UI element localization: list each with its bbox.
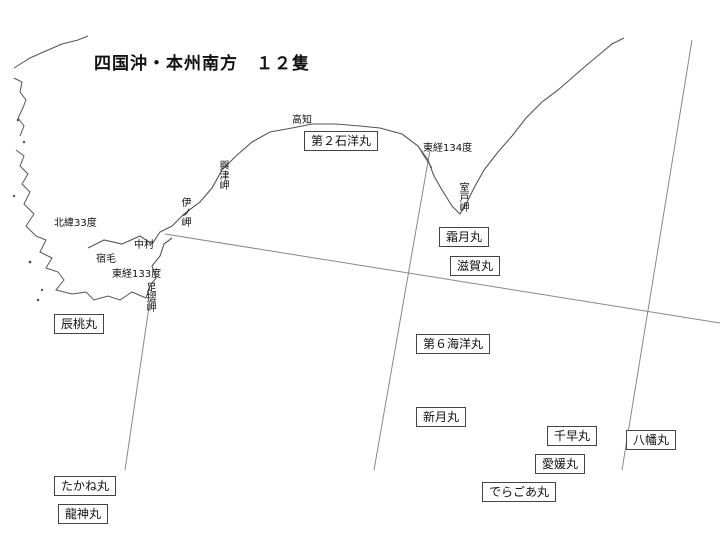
ship-box-ryujin-maru[interactable]: 龍神丸	[58, 504, 109, 524]
label-sukumo: 宿毛	[96, 254, 116, 265]
label-okitsu-cape: 興津岬	[217, 160, 228, 190]
ship-box-shimotsuki-maru[interactable]: 霜月丸	[439, 227, 490, 247]
ashizuri-cape	[145, 237, 173, 299]
kyushu-coastline	[13, 35, 147, 301]
longitude-134-line	[373, 149, 431, 471]
label-nakamura: 中村	[134, 240, 154, 251]
label-kochi: 高知	[292, 115, 312, 126]
longitude-133-line	[124, 299, 151, 471]
label-longitude-133: 東経133度	[112, 269, 162, 280]
muroto-coast-detail	[417, 145, 433, 169]
ship-box-takane-maru[interactable]: たかね丸	[54, 476, 117, 496]
ship-box-chihaya-maru[interactable]: 千早丸	[547, 426, 598, 446]
ship-box-tatsumomo-maru[interactable]: 辰桃丸	[54, 314, 105, 334]
ship-box-hachiman-maru[interactable]: 八幡丸	[626, 430, 677, 450]
label-ashizuri-cape: 足摺岬	[144, 282, 155, 312]
map-title: 四国沖・本州南方 １２隻	[94, 54, 310, 74]
label-ino-cape: 伊ノ岬	[179, 197, 190, 227]
ship-box-ehime-maru[interactable]: 愛媛丸	[535, 454, 586, 474]
ship-box-dai2-sekiyo-maru[interactable]: 第２石洋丸	[304, 131, 379, 151]
latitude-33-line	[164, 233, 720, 324]
ship-box-delagoa-maru[interactable]: でらごあ丸	[482, 482, 557, 502]
graticule	[124, 39, 720, 471]
label-longitude-134: 東経134度	[423, 143, 473, 154]
ship-box-dai6-kaiyo-maru[interactable]: 第６海洋丸	[416, 334, 491, 354]
longitude-135-line	[621, 39, 693, 471]
kyushu-islands	[12, 118, 44, 302]
label-muroto-cape: 室戸岬	[457, 182, 468, 212]
ship-box-shiga-maru[interactable]: 滋賀丸	[450, 256, 501, 276]
label-latitude-33: 北緯33度	[54, 218, 97, 229]
shikoku-coastline	[87, 37, 625, 249]
ship-box-shingetsu-maru[interactable]: 新月丸	[416, 407, 467, 427]
